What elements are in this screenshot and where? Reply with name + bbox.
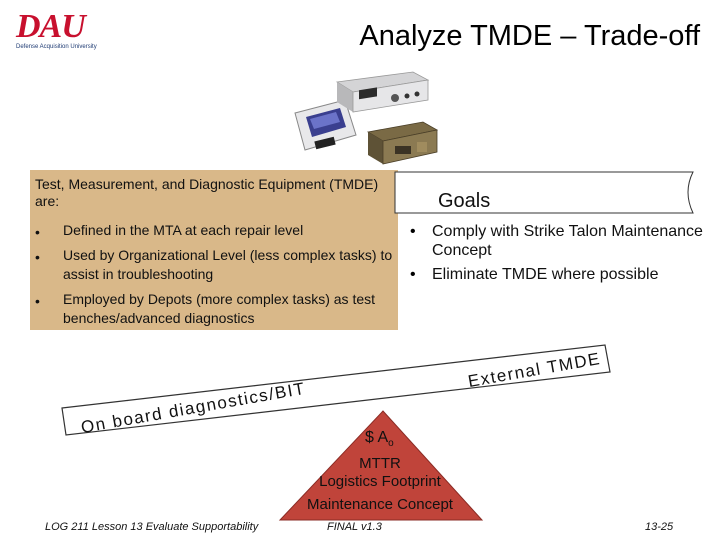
goals-title: Goals [438,190,491,212]
bullet-marker: • [35,293,40,309]
page-title: Analyze TMDE – Trade-off [359,20,700,52]
tmde-definition-title: Test, Measurement, and Diagnostic Equipm… [35,176,379,209]
fulcrum-item-logistics: Logistics Footprint [319,473,441,490]
handheld-tester-image [294,99,357,151]
seesaw-plank [61,344,611,436]
tmde-definition-box [30,170,398,330]
fulcrum-item-mttr: MTTR [359,455,401,472]
footer-version: FINAL v1.3 [327,521,382,533]
definition-bullet-1: Defined in the MTA at each repair level [63,222,304,238]
test-bench-image [366,121,439,165]
bullet-marker: • [35,249,40,265]
bullet-marker: • [35,224,40,240]
definition-bullet-3: Employed by Depots (more complex tasks) … [63,291,376,326]
definition-bullet-2: Used by Organizational Level (less compl… [63,247,393,282]
fulcrum-item-maintenance: Maintenance Concept [307,496,453,513]
fulcrum-triangle [278,410,484,521]
tradeoff-seesaw [61,344,611,521]
cost-availability-label: $ Ao [365,429,394,450]
footer-page-number: 13-25 [645,521,674,533]
logo-subtitle: Defense Acquisition University [16,44,97,50]
footer-lesson: LOG 211 Lesson 13 Evaluate Supportabilit… [45,521,259,533]
bullet-marker: • [410,266,416,283]
bullet-marker: • [410,223,416,240]
bench-instrument-image [335,71,430,113]
logo: DAU [16,8,86,45]
goal-item-2: Eliminate TMDE where possible [432,266,659,283]
goals-banner [394,171,694,214]
goal-item-1: Comply with Strike Talon Maintenance Con… [432,223,703,259]
